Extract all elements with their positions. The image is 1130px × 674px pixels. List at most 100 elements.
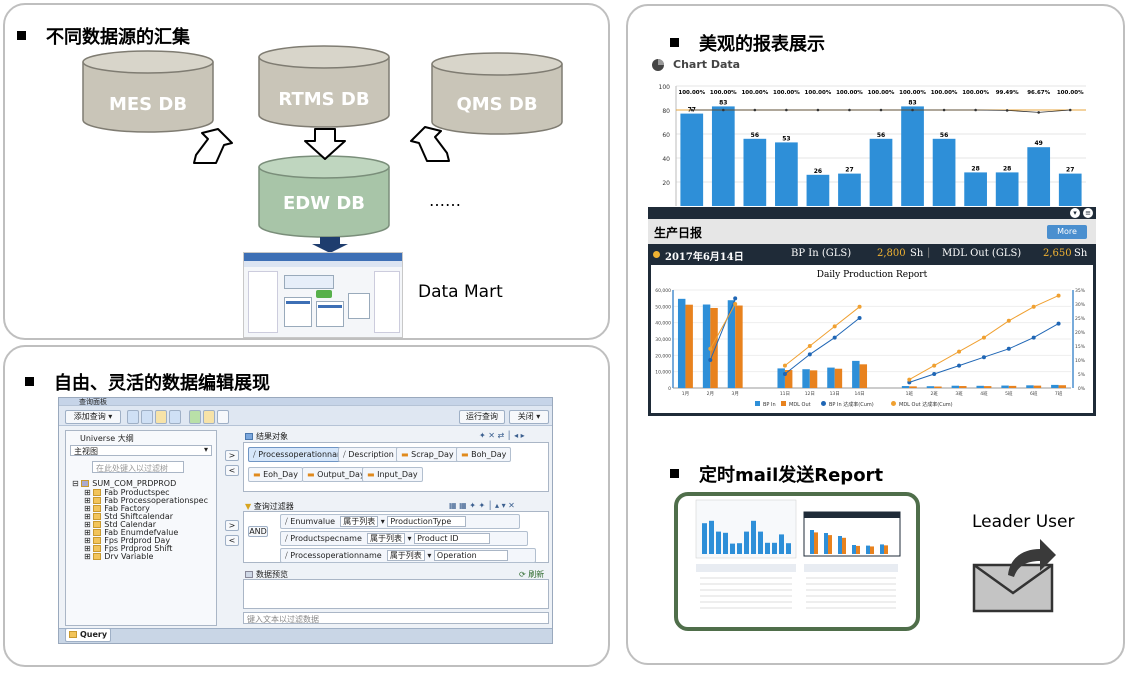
dropdown-icon[interactable]: ▾ xyxy=(1070,208,1080,218)
mdl-bar xyxy=(1008,385,1017,388)
toolbar-icon[interactable] xyxy=(155,410,167,424)
mdl-rate-point xyxy=(857,304,862,309)
mini-bar xyxy=(737,543,742,554)
tree-filter-input[interactable]: 在此处键入以过滤树 xyxy=(92,461,184,473)
preview-filter-input[interactable]: 键入文本以过滤数据 xyxy=(243,612,549,624)
line-value-label: 100.00% xyxy=(931,90,958,96)
tree-item[interactable]: ⊞ Fab Factory xyxy=(84,504,150,513)
result-object[interactable]: ▬ Input_Day xyxy=(362,467,423,482)
result-object[interactable]: ▬ Eoh_Day xyxy=(248,467,303,482)
date-dot-icon xyxy=(653,251,660,258)
tree-item[interactable]: ⊞ Fab Productspec xyxy=(84,488,170,497)
result-object[interactable]: ⧸ Description xyxy=(338,447,399,462)
mdl-bar xyxy=(959,386,967,388)
toolbar-icon[interactable] xyxy=(141,410,153,424)
tree-item[interactable]: ⊞ Fps Prdprod Shift xyxy=(84,544,173,553)
pct-point xyxy=(1005,109,1009,112)
legend-label: MDL Out 达成率(Cum) xyxy=(899,401,953,408)
refresh-button[interactable]: ⟳ 刷新 xyxy=(519,570,545,579)
tree-item[interactable]: ⊞ Fps Prdprod Day xyxy=(84,536,171,545)
toolbar-icon[interactable] xyxy=(203,410,215,424)
filter-row[interactable]: ⧸ Productspecname 属于列表 ▾ Product ID xyxy=(280,531,528,546)
mdl-rate-point xyxy=(708,346,713,351)
options-icon[interactable]: ≡ xyxy=(1083,208,1093,218)
universe-pane: Universe 大纲 主视图▾ 在此处键入以过滤树 ⊟ SUM_COM_PRD… xyxy=(65,430,217,626)
bar-value-label: 53 xyxy=(782,135,790,142)
result-object[interactable]: ▬ Output_Day xyxy=(302,467,370,482)
preview-title: 数据预览 xyxy=(245,569,288,580)
result-object[interactable]: ⧸ Processoperationname xyxy=(248,447,355,462)
bar xyxy=(901,106,924,206)
filter-row[interactable]: ⧸ Processoperationname 属于列表 ▾ Operation xyxy=(280,548,536,563)
chart-data-bar-chart: 2040608010077100.00%83100.00%56100.00%53… xyxy=(648,78,1090,208)
filter-row[interactable]: ⧸ Enumvalue 属于列表 ▾ ProductionType xyxy=(280,514,520,529)
pct-point xyxy=(942,108,946,112)
tree-item[interactable]: ⊞ Fab Processoperationspec xyxy=(84,496,208,505)
result-object[interactable]: ▬ Boh_Day xyxy=(456,447,512,462)
more-button[interactable]: More xyxy=(1047,225,1087,239)
bp-rate-point xyxy=(807,352,812,357)
daily-report-header: 生产日报 More xyxy=(648,219,1096,244)
toolbar-icon[interactable] xyxy=(169,410,181,424)
x-tick-label: 2班 xyxy=(931,390,939,397)
bar xyxy=(775,142,798,206)
tree-item[interactable]: ⊞ Std Shiftcalendar xyxy=(84,512,174,521)
y-tick-label: 0 xyxy=(668,386,671,392)
chart-data-header: Chart Data xyxy=(673,58,741,71)
arrow-icon xyxy=(304,128,346,160)
mini-bar xyxy=(866,545,870,554)
mdl-rate-line xyxy=(709,303,736,350)
toolbar-icon[interactable] xyxy=(189,410,201,424)
mini-bar xyxy=(852,545,856,554)
mdl-rate-point xyxy=(1056,293,1061,298)
close-button[interactable]: 关闭 ▾ xyxy=(509,410,549,424)
y-tick-label: 50,000 xyxy=(655,304,671,310)
tree-item[interactable]: ⊞ Fab Enumdefvalue xyxy=(84,528,179,537)
tree-item[interactable]: ⊞ Std Calendar xyxy=(84,520,157,529)
tree-item[interactable]: ⊞ Drv Variable xyxy=(84,552,154,561)
pct-point xyxy=(974,108,977,112)
mini-bar xyxy=(765,542,770,554)
move-left-button[interactable]: < xyxy=(225,465,239,476)
more-sources-ellipsis: …… xyxy=(429,191,461,210)
y-tick-label: 60 xyxy=(662,132,670,139)
and-operator-button[interactable]: AND xyxy=(248,526,268,537)
view-select[interactable]: 主视图▾ xyxy=(70,445,212,456)
query-editor-screenshot: 查询面板 添加查询 ▾ 运行查询 关闭 ▾ Universe 大纲 主视图▾ 在… xyxy=(58,397,553,644)
tab-query[interactable]: Query xyxy=(65,628,111,642)
filters-toolbar[interactable]: ▦ ▦ ✦ ✦ │ ▴ ▾ ✕ xyxy=(449,501,515,510)
line-value-label: 100.00% xyxy=(773,90,800,96)
bar-value-label: 83 xyxy=(908,99,916,106)
daily-production-chart: 010,00020,00030,00040,00050,00060,0000%5… xyxy=(655,288,1086,408)
run-query-button[interactable]: 运行查询 xyxy=(459,410,505,424)
y2-tick-label: 15% xyxy=(1075,344,1086,350)
x-tick-label: 3班 xyxy=(955,390,963,397)
mdl-rate-point xyxy=(733,302,738,306)
bp-bar xyxy=(1051,384,1059,388)
bp-rate-point xyxy=(981,355,986,360)
bar-value-label: 56 xyxy=(751,132,759,139)
bp-bar xyxy=(727,300,736,388)
move-left-button[interactable]: < xyxy=(225,535,239,546)
mini-bar xyxy=(772,542,777,554)
add-query-button[interactable]: 添加查询 ▾ xyxy=(65,410,121,424)
bp-rate-point xyxy=(708,358,713,362)
toolbar-icon[interactable] xyxy=(217,410,229,424)
bp-bar xyxy=(827,367,835,388)
result-object[interactable]: ▬ Scrap_Day xyxy=(396,447,459,462)
mini-bar xyxy=(870,546,874,554)
line-value-label: 100.00% xyxy=(899,90,926,96)
legend-label: BP In xyxy=(763,402,776,408)
mdl-bar xyxy=(1033,385,1042,388)
result-toolbar[interactable]: ✦ ✕ ⇄ │ ◂ ▸ xyxy=(479,431,525,440)
line-value-label: 100.00% xyxy=(805,90,832,96)
move-right-button[interactable]: > xyxy=(225,450,239,461)
move-right-button[interactable]: > xyxy=(225,520,239,531)
bar-value-label: 27 xyxy=(1066,167,1074,174)
mini-table-header xyxy=(804,564,898,572)
tree-item[interactable]: ⊟ SUM_COM_PRDPROD xyxy=(72,479,177,488)
data-mart-label: Data Mart xyxy=(418,282,503,302)
bp-bar xyxy=(901,386,910,388)
mdl-bar xyxy=(859,364,868,388)
toolbar-icon[interactable] xyxy=(127,410,139,424)
